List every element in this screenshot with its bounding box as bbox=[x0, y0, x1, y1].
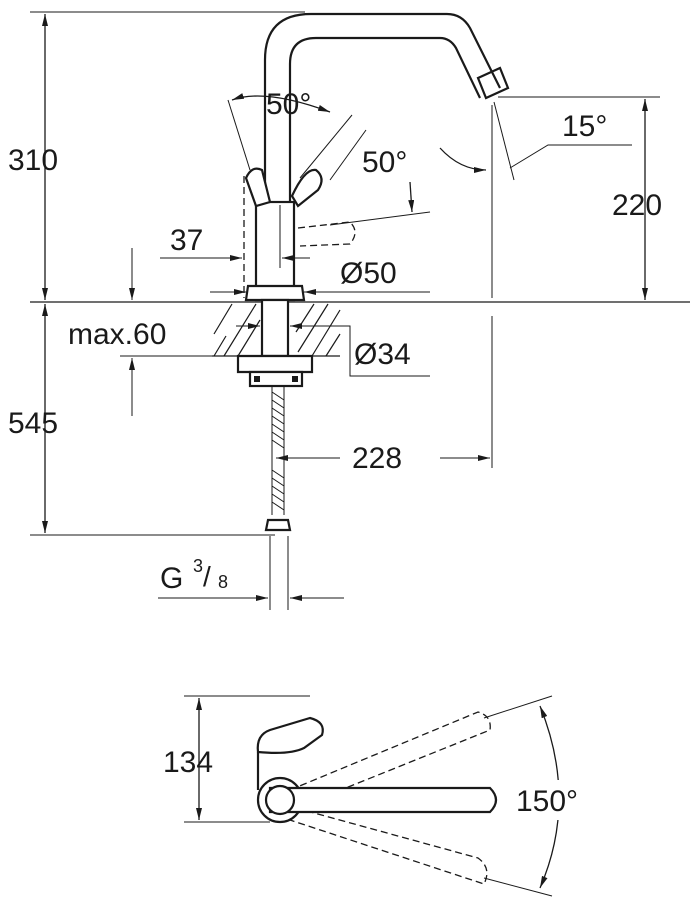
thread-num-label: 3 bbox=[193, 556, 203, 576]
depth-545-label: 545 bbox=[8, 407, 58, 440]
mounting-nut bbox=[248, 370, 304, 388]
lever-angle-top-label: 50° bbox=[266, 88, 311, 121]
mounting-plate bbox=[236, 354, 314, 374]
spout-angle-label: 15° bbox=[562, 110, 607, 143]
counter-deck bbox=[212, 303, 341, 357]
spout bbox=[263, 12, 510, 202]
dim-37: 37 bbox=[160, 205, 310, 268]
spout-ghost-upper bbox=[289, 711, 491, 809]
dim-dia-50: Ø50 bbox=[210, 257, 430, 295]
thread-den-label: 8 bbox=[218, 572, 228, 592]
angle-50-top: 50° bbox=[227, 88, 353, 179]
lever-top bbox=[256, 716, 324, 754]
top-body bbox=[256, 716, 498, 824]
spout-inner bbox=[288, 36, 481, 202]
lever-ghost-side bbox=[297, 221, 356, 247]
swivel-angle-label: 150° bbox=[516, 785, 578, 818]
top-view: 134 150° bbox=[163, 695, 606, 897]
body-base bbox=[244, 284, 306, 302]
dim-134: 134 bbox=[163, 695, 310, 823]
body-top-inner bbox=[264, 784, 296, 816]
height-310-label: 310 bbox=[8, 144, 58, 177]
body-depth-label: 134 bbox=[163, 746, 213, 779]
dim-228: 228 bbox=[276, 316, 493, 476]
reach-228-label: 228 bbox=[352, 442, 402, 475]
hose-nut bbox=[264, 518, 292, 532]
thread-g-label: G bbox=[160, 562, 183, 595]
outlet-height-220-label: 220 bbox=[612, 189, 662, 222]
angle-15: 15° bbox=[439, 101, 632, 298]
lever-offset-37-label: 37 bbox=[170, 224, 203, 257]
dim-dia-34: Ø34 bbox=[236, 323, 430, 377]
spout-top bbox=[268, 786, 498, 814]
lever-angle-side-label: 50° bbox=[362, 146, 407, 179]
thread-slash: / bbox=[203, 561, 211, 592]
shank bbox=[260, 298, 290, 358]
dim-545: 545 bbox=[8, 304, 275, 536]
side-view: 310 545 220 bbox=[8, 11, 690, 610]
supply-hose bbox=[264, 386, 292, 610]
faucet-body bbox=[236, 200, 314, 388]
base-diameter-label: Ø50 bbox=[340, 257, 397, 290]
spout-aerator bbox=[476, 66, 510, 100]
dim-150: 150° bbox=[483, 695, 606, 897]
dim-thread: G 3 / 8 bbox=[158, 556, 344, 601]
lever-upright bbox=[290, 168, 323, 208]
spout-ghost-lower bbox=[289, 807, 488, 885]
lever-left bbox=[244, 167, 272, 208]
hole-diameter-label: Ø34 bbox=[354, 338, 411, 371]
lever-handles bbox=[243, 167, 356, 298]
max-thickness-label: max.60 bbox=[68, 318, 166, 351]
dim-max-60: max.60 bbox=[68, 248, 212, 416]
spout-outer bbox=[263, 12, 501, 202]
angle-50-side: 50° bbox=[329, 129, 431, 226]
dim-310: 310 bbox=[8, 11, 305, 300]
dim-220: 220 bbox=[498, 96, 662, 300]
